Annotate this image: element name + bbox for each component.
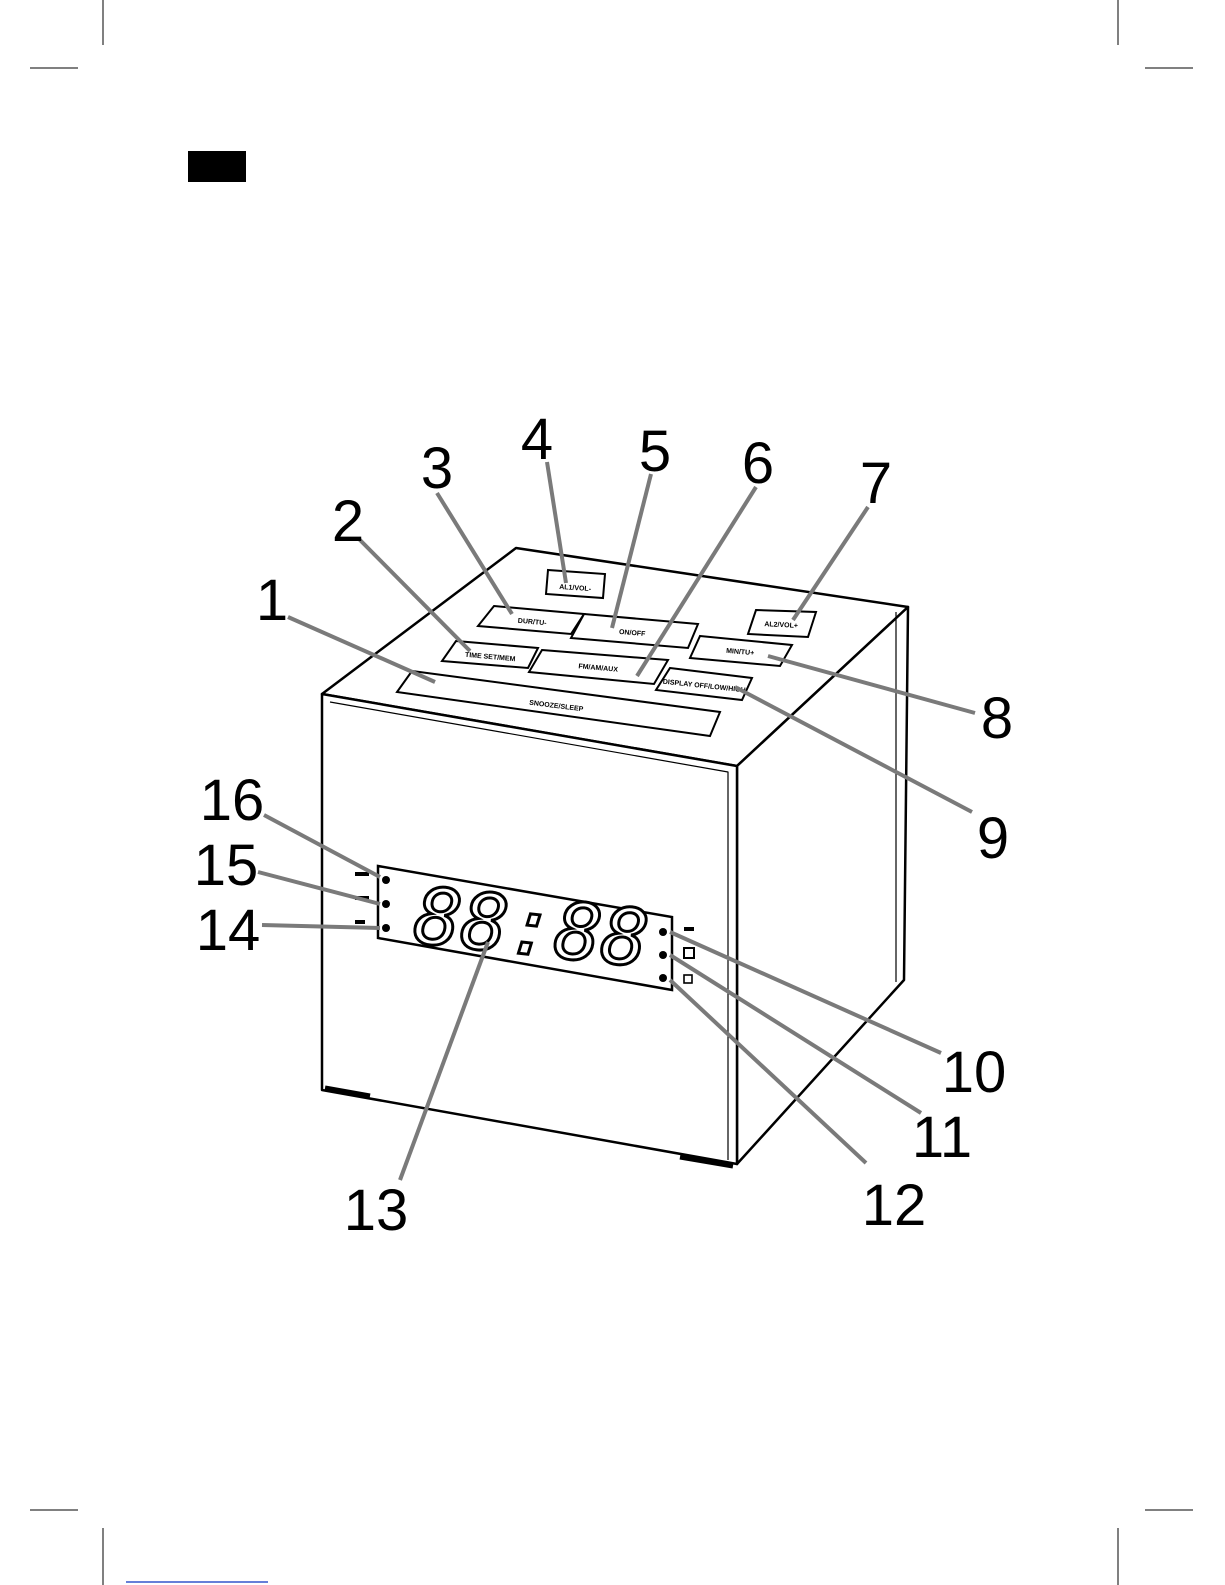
callout-9: 9: [977, 806, 1009, 871]
language-tab: [188, 151, 246, 182]
callout-8: 8: [981, 686, 1013, 751]
callout-12: 12: [862, 1173, 927, 1238]
callout-14: 14: [196, 898, 261, 963]
callout-10: 10: [942, 1040, 1007, 1105]
callout-13: 13: [344, 1178, 409, 1243]
alarm2-indicator: [382, 924, 390, 932]
am-indicator: [382, 876, 390, 884]
alarm1-indicator: [382, 900, 390, 908]
callout-7: 7: [860, 451, 892, 516]
callout-15: 15: [194, 833, 259, 898]
callout-5: 5: [639, 419, 671, 484]
callout-2: 2: [332, 489, 364, 554]
callout-3: 3: [421, 436, 453, 501]
callout-1: 1: [256, 568, 288, 633]
snooze-indicator: [659, 951, 667, 959]
pm-indicator: [659, 928, 667, 936]
al1-vol-minus-button[interactable]: [546, 570, 605, 598]
callout-11: 11: [912, 1105, 972, 1170]
sleep-indicator: [659, 974, 667, 982]
callout-6: 6: [742, 431, 774, 496]
callout-16: 16: [200, 768, 265, 833]
callout-4: 4: [521, 407, 553, 472]
